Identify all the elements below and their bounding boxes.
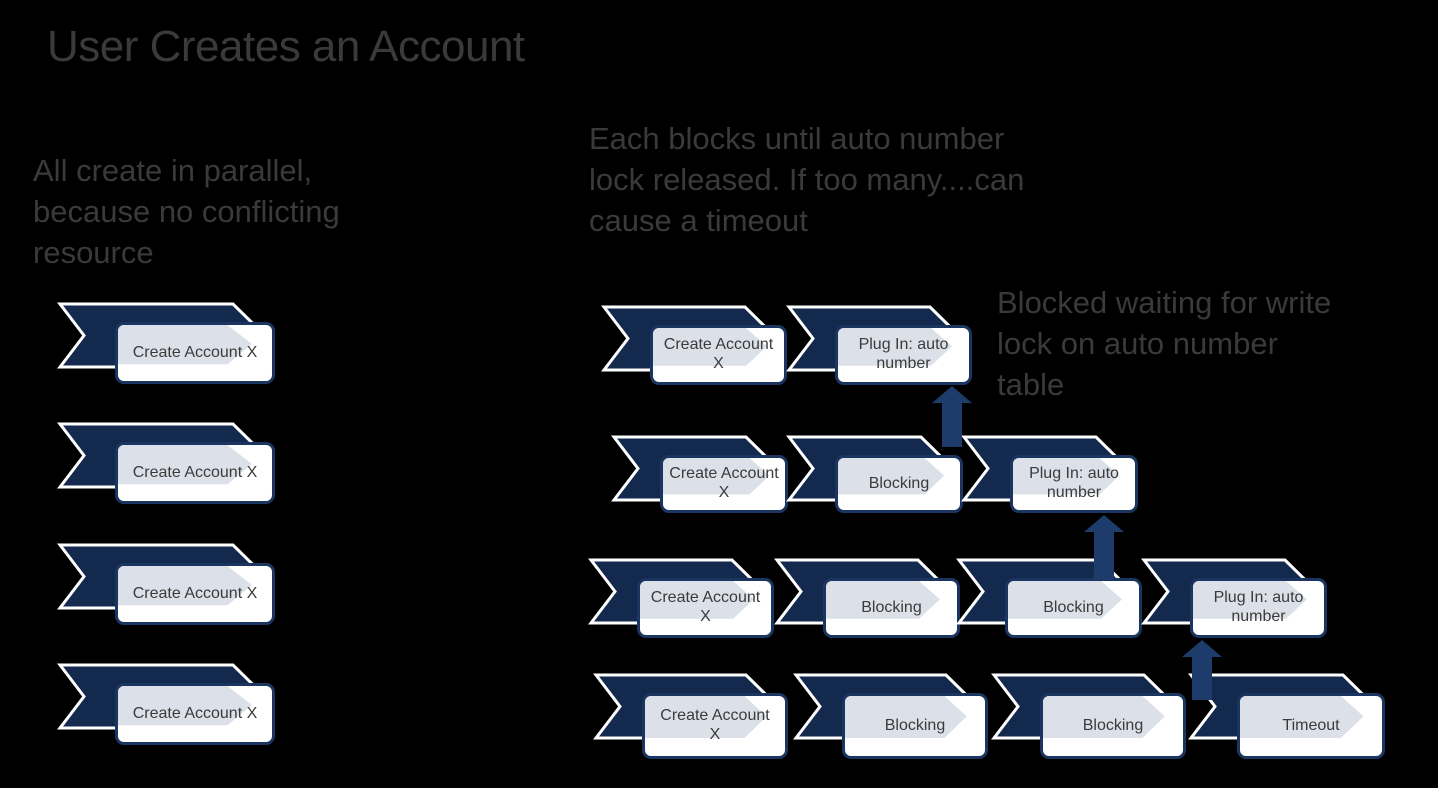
step-label: Create Account X	[132, 463, 258, 481]
step-label-box: Blocking	[1040, 693, 1186, 759]
step-watermark-arrow-icon	[118, 325, 252, 365]
step-label: Create Account X	[132, 584, 258, 602]
step-label: Blocking	[884, 716, 946, 734]
step-label-box: Plug In: auto number	[1190, 578, 1327, 638]
step-watermark-arrow-icon	[845, 696, 967, 738]
step-label: Create Account X	[660, 707, 770, 743]
step-watermark-arrow-icon	[1008, 581, 1122, 619]
note-blocks: Each blocks until auto number lock relea…	[589, 121, 1025, 238]
step-label-box: Create Account X	[115, 683, 275, 745]
step-label: Create Account X	[663, 336, 774, 372]
blocked-up-arrow-icon	[1084, 515, 1124, 580]
slide-title: User Creates an Account	[47, 22, 525, 71]
note-blocked: Blocked waiting for write lock on auto n…	[997, 285, 1332, 402]
step-label: Plug In: auto number	[1213, 589, 1304, 625]
step-label: Blocking	[1082, 716, 1144, 734]
step-watermark-arrow-icon	[645, 696, 767, 738]
blocked-up-arrow-icon	[932, 386, 972, 447]
step-watermark-arrow-icon	[1193, 581, 1307, 619]
blocked-up-arrow-icon	[1182, 640, 1222, 700]
step-watermark-arrow-icon	[1240, 696, 1364, 738]
step-label-box: Blocking	[842, 693, 988, 759]
step-watermark-arrow-icon	[663, 458, 770, 495]
step-label-box: Plug In: auto number	[1010, 455, 1138, 513]
step-label: Blocking	[868, 474, 930, 492]
step-label-box: Blocking	[823, 578, 960, 638]
step-label: Create Account X	[132, 704, 258, 722]
step-label: Create Account X	[132, 343, 258, 361]
step-watermark-arrow-icon	[640, 581, 754, 619]
step-label-box: Create Account X	[115, 442, 275, 504]
step-label-box: Create Account X	[660, 455, 788, 513]
step-watermark-arrow-icon	[118, 445, 252, 485]
step-label: Create Account X	[669, 465, 779, 501]
step-watermark-arrow-icon	[1013, 458, 1120, 495]
step-label-box: Blocking	[835, 455, 963, 513]
step-label: Blocking	[1043, 598, 1104, 616]
step-label: Plug In: auto number	[1029, 465, 1119, 501]
step-label-box: Create Account X	[642, 693, 788, 759]
step-watermark-arrow-icon	[838, 458, 945, 495]
note-parallel: All create in parallel, because no confl…	[33, 153, 340, 270]
step-watermark-arrow-icon	[826, 581, 940, 619]
step-label-box: Create Account X	[115, 322, 275, 384]
step-label-box: Create Account X	[637, 578, 774, 638]
step-watermark-arrow-icon	[653, 328, 767, 366]
step-label-box: Blocking	[1005, 578, 1142, 638]
step-label-box: Create Account X	[115, 563, 275, 625]
step-label-box: Plug In: auto number	[835, 325, 972, 385]
step-label: Blocking	[861, 598, 922, 616]
step-watermark-arrow-icon	[838, 328, 952, 366]
step-label-box: Create Account X	[650, 325, 787, 385]
step-label-box: Timeout	[1237, 693, 1385, 759]
step-watermark-arrow-icon	[118, 566, 252, 606]
step-label: Timeout	[1282, 716, 1340, 734]
step-label: Create Account X	[650, 589, 761, 625]
step-watermark-arrow-icon	[118, 686, 252, 726]
step-label: Plug In: auto number	[858, 336, 949, 372]
step-watermark-arrow-icon	[1043, 696, 1165, 738]
